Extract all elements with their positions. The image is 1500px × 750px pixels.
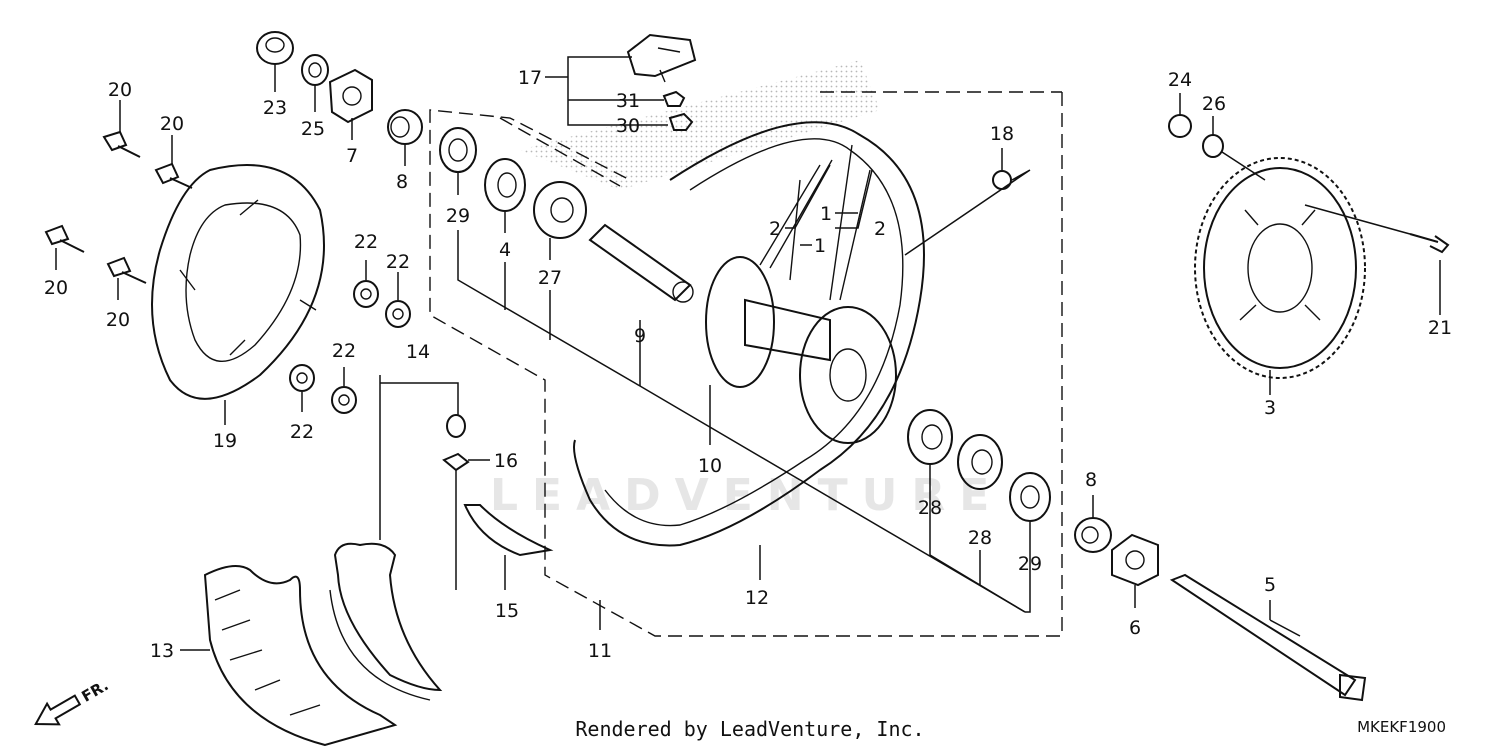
part-28-bearing-a <box>907 409 953 465</box>
part-14-tube <box>329 542 443 701</box>
callout-1-a: 1 <box>814 235 826 257</box>
callout-20-d: 20 <box>106 309 130 331</box>
part-17-rim-lock-cover <box>626 33 697 83</box>
leader-lines <box>55 56 1441 651</box>
part-21-bolt <box>1409 233 1450 254</box>
callout-2-a: 2 <box>769 218 781 240</box>
part-27-bearing <box>533 181 587 239</box>
part-8-collar-right <box>1074 517 1112 553</box>
part-29-dust-seal-right <box>1009 472 1051 522</box>
part-22-nut-a <box>353 280 379 308</box>
callout-28-a: 28 <box>918 497 942 519</box>
part-7-chain-adjuster <box>328 68 373 124</box>
part-29-dust-seal-left <box>439 127 477 173</box>
callout-7: 7 <box>346 145 358 167</box>
callout-10: 10 <box>698 455 722 477</box>
part-20-bolt-b <box>154 162 193 189</box>
part-22-nut-b <box>385 300 411 328</box>
callout-12: 12 <box>745 587 769 609</box>
callout-24: 24 <box>1168 69 1192 91</box>
spokes <box>759 144 871 301</box>
callout-25: 25 <box>301 118 325 140</box>
callout-23: 23 <box>263 97 287 119</box>
part-20-bolt-d <box>106 256 147 284</box>
part-22-nut-c <box>289 364 315 392</box>
diagram-code: MKEKF1900 <box>1357 718 1446 736</box>
part-13-tire <box>203 565 398 747</box>
part-4-sprocket-hub <box>484 158 526 212</box>
callout-8-left: 8 <box>396 171 408 193</box>
callout-27: 27 <box>538 267 562 289</box>
part-9-spacer <box>588 223 694 303</box>
part-30-nut <box>668 112 694 131</box>
callout-8-right: 8 <box>1085 469 1097 491</box>
part-8-collar-left <box>387 109 423 145</box>
callout-20-c: 20 <box>44 277 68 299</box>
part-31-nut <box>662 90 686 107</box>
dashed-group-hub <box>499 91 1062 187</box>
dotted-shading <box>520 60 880 190</box>
callout-18: 18 <box>990 123 1014 145</box>
callout-9: 9 <box>634 325 646 347</box>
part-19-brake-disc <box>151 164 325 400</box>
callout-29-left: 29 <box>446 205 470 227</box>
callout-21: 21 <box>1428 317 1452 339</box>
part-16-valve-nut <box>442 414 470 472</box>
callout-19: 19 <box>213 430 237 452</box>
part-26-washer <box>1202 134 1224 158</box>
part-6-chain-adjuster <box>1111 533 1159 587</box>
callout-22-c: 22 <box>290 421 314 443</box>
part-24-nut <box>1168 114 1192 138</box>
callout-22-a: 22 <box>354 231 378 253</box>
part-23-axle-nut <box>256 31 294 65</box>
callout-5: 5 <box>1264 574 1276 596</box>
callout-14: 14 <box>406 341 430 363</box>
callouts: 17 31 30 23 25 7 8 20 20 20 20 22 22 22 … <box>44 67 1452 662</box>
callout-26: 26 <box>1202 93 1226 115</box>
callout-15: 15 <box>495 600 519 622</box>
callout-4: 4 <box>499 239 511 261</box>
part-28-bearing-b <box>957 434 1003 490</box>
part-3-driven-sprocket <box>1194 157 1366 379</box>
callout-1-b: 1 <box>820 203 832 225</box>
callout-16: 16 <box>494 450 518 472</box>
callout-20-a: 20 <box>108 79 132 101</box>
front-direction-arrow: FR. <box>34 676 112 726</box>
front-label: FR. <box>79 676 112 705</box>
part-20-bolt-a <box>102 130 141 158</box>
part-20-bolt-c <box>44 224 85 253</box>
part-18-nipple <box>992 170 1012 190</box>
callout-29-right: 29 <box>1018 553 1042 575</box>
part-10-hub <box>705 256 897 444</box>
callout-30: 30 <box>616 115 640 137</box>
part-15-rim-band <box>463 504 554 557</box>
callout-22-d: 22 <box>332 340 356 362</box>
callout-2-b: 2 <box>874 218 886 240</box>
part-22-nut-d <box>331 386 357 414</box>
callout-22-b: 22 <box>386 251 410 273</box>
callout-17: 17 <box>518 67 542 89</box>
callout-6: 6 <box>1129 617 1141 639</box>
part-5-axle <box>1169 573 1367 702</box>
part-12-rim <box>573 121 925 547</box>
callout-13: 13 <box>150 640 174 662</box>
callout-28-b: 28 <box>968 527 992 549</box>
callout-11: 11 <box>588 640 612 662</box>
callout-20-b: 20 <box>160 113 184 135</box>
part-25-washer <box>301 54 329 86</box>
callout-31: 31 <box>616 90 640 112</box>
footer-credit: Rendered by LeadVenture, Inc. <box>575 717 924 741</box>
callout-3: 3 <box>1264 397 1276 419</box>
dashed-group-wheel <box>429 92 1063 637</box>
watermark: LEADVENTURE <box>490 470 1003 521</box>
